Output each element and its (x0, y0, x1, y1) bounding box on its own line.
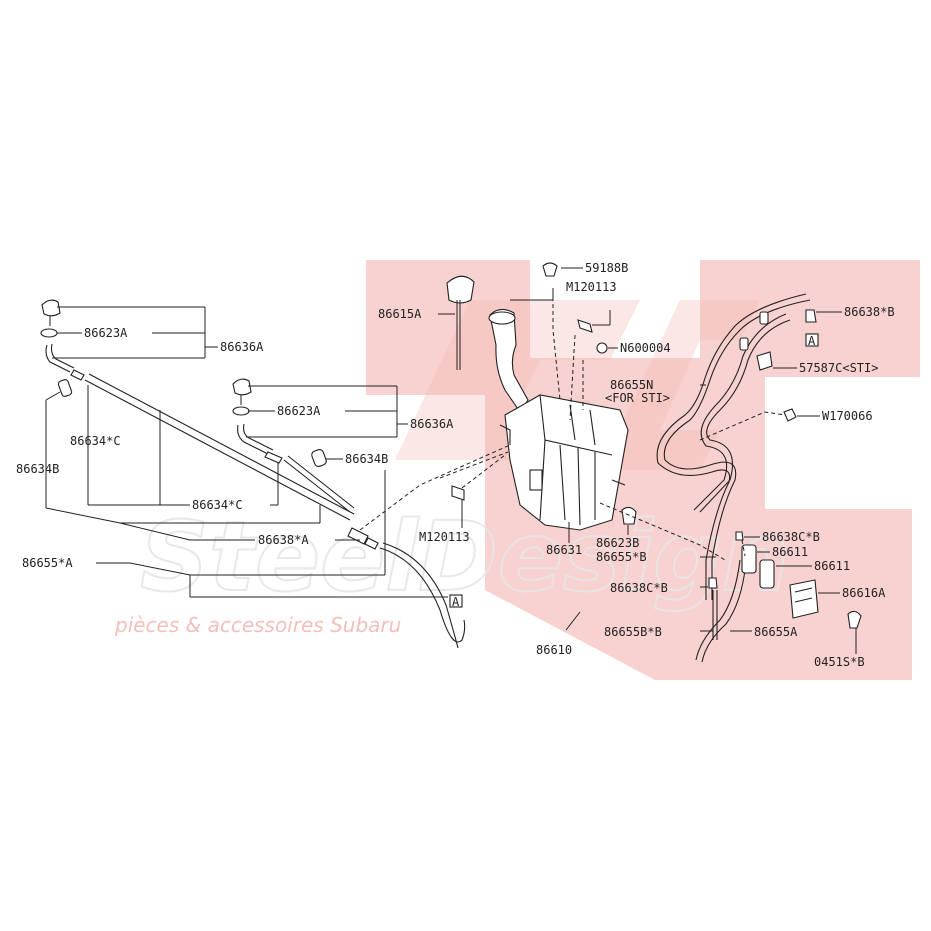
watermark-logo-shape (395, 300, 760, 470)
mid-nozzle-hose-icon (237, 424, 271, 456)
clamp-icon (739, 337, 749, 351)
filler-neck-icon (489, 308, 529, 413)
clip-w170066-icon (783, 408, 797, 422)
bolt-top-icon (577, 319, 593, 333)
tank-cap-icon (446, 275, 475, 304)
left-joint-icon (57, 379, 73, 397)
label-86634c-upper: 86634*C (70, 434, 121, 448)
label-m120113-bottom: M120113 (419, 530, 470, 544)
label-86638cb-lower: 86638C*B (610, 581, 668, 595)
label-86655bb: 86655B*B (604, 625, 662, 639)
left-grommet-icon (40, 328, 58, 338)
watermark-tagline: pièces & accessoires Subaru (114, 613, 401, 637)
connector-86638b-icon (805, 309, 817, 323)
watermark-brand: SteelDesign (140, 501, 790, 613)
label-w170066: W170066 (822, 409, 873, 423)
right-hose-group (656, 293, 862, 663)
label-86610: 86610 (536, 643, 572, 657)
mid-nozzle-assembly (232, 378, 355, 513)
grommet-86623b-icon (621, 506, 637, 525)
label-86638cb-upper: 86638C*B (762, 530, 820, 544)
left-nozzle-hose-icon (45, 344, 71, 373)
mid-joint-icon (311, 449, 327, 467)
ref-box-a-left-label: A (452, 595, 460, 609)
label-n600004: N600004 (620, 341, 671, 355)
part-labels: 59188B M120113 86615A N600004 86638*B 86… (16, 261, 895, 669)
bolt-bottom-icon (451, 485, 465, 501)
mid-nozzle-icon (232, 378, 252, 396)
check-valve-86638A (347, 527, 466, 649)
label-86655a-star: 86655*A (22, 556, 73, 570)
washer-tank (446, 262, 637, 531)
screw-0451sb-icon (847, 610, 862, 629)
label-86634b-mid: 86634B (345, 452, 388, 466)
label-86655a: 86655A (754, 625, 798, 639)
label-86634b-left: 86634B (16, 462, 59, 476)
label-86634c-lower: 86634*C (192, 498, 243, 512)
label-0451sb: 0451S*B (814, 655, 865, 669)
label-m120113-top: M120113 (566, 280, 617, 294)
left-main-hose-icon (379, 547, 466, 643)
label-86655n-note: <FOR STI> (605, 391, 670, 405)
clip-57587c-icon (756, 351, 773, 371)
nut-n600004-icon (596, 342, 608, 354)
label-86655n: 86655N (610, 378, 653, 392)
connector-86638cb-upper-icon (735, 531, 744, 541)
mid-grommet-icon (232, 406, 250, 416)
label-86616a: 86616A (842, 586, 886, 600)
hose-86655n-icon (663, 299, 811, 600)
label-57587c: 57587C<STI> (799, 361, 878, 375)
label-86623b: 86623B (596, 536, 639, 550)
label-86655b: 86655*B (596, 550, 647, 564)
ref-box-a-left: A (449, 594, 463, 609)
label-86615a: 86615A (378, 307, 422, 321)
label-59188b: 59188B (585, 261, 628, 275)
left-connector-icon (70, 369, 85, 381)
hose-86655a-icon (695, 559, 741, 661)
connector-86638cb-lower-icon (708, 577, 718, 589)
check-valve-icon (347, 527, 369, 545)
left-nozzle-icon (41, 299, 61, 317)
ref-box-a-right-label: A (808, 334, 816, 348)
label-86611-a: 86611 (772, 545, 808, 559)
label-86638a: 86638*A (258, 533, 309, 547)
mid-connector-icon (264, 451, 283, 464)
label-86631: 86631 (546, 543, 582, 557)
label-86636a-mid: 86636A (410, 417, 454, 431)
clip-59188b-icon (542, 262, 558, 277)
label-86636a-left: 86636A (220, 340, 264, 354)
leader-lines (45, 267, 857, 654)
label-86638b: 86638*B (844, 305, 895, 319)
left-nozzle-assembly (40, 299, 355, 521)
label-86623a-mid: 86623A (277, 404, 321, 418)
watermark: SteelDesign pièces & accessoires Subaru (114, 300, 791, 637)
label-86611-b: 86611 (814, 559, 850, 573)
ref-box-a-right: A (805, 333, 819, 348)
pump-motor-1-icon (741, 544, 757, 574)
pump-motor-2-icon (759, 559, 775, 589)
tank-body-icon (504, 394, 629, 531)
label-86623a-left: 86623A (84, 326, 128, 340)
bracket-86616a-icon (789, 579, 819, 619)
